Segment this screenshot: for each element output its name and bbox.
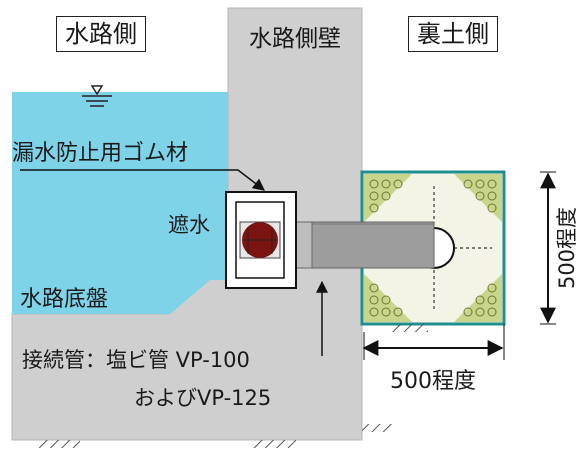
channel-bottom-label: 水路底盤 [20,287,108,312]
dimension-arrow-icon [540,171,556,325]
channel-side-label: 水路側 [56,16,146,52]
water-level-icon [82,85,112,107]
channel-water [12,92,228,314]
channel-wall-label: 水路側壁 [249,26,341,52]
dimension-vertical-label: 500程度 [555,207,579,289]
pipe-label-line2: およびVP-125 [134,386,271,410]
rubber-seal-box [225,191,297,289]
dimension-arrow-icon-h [362,324,505,360]
pipe-label-line1: 接続管：塩ビ管 VP-100 [22,348,250,372]
channel-bottom-slab [140,280,228,340]
rubber-material-label: 漏水防止用ゴム材 [12,141,188,166]
dimension-horizontal-label: 500程度 [390,369,476,394]
backfill-side-label: 裏土側 [408,16,498,52]
rubber-leader-line [20,169,265,191]
connecting-pipe [295,221,435,269]
water-stop-label: 遮水 [168,213,210,237]
ground-hatch-icon [36,324,428,448]
